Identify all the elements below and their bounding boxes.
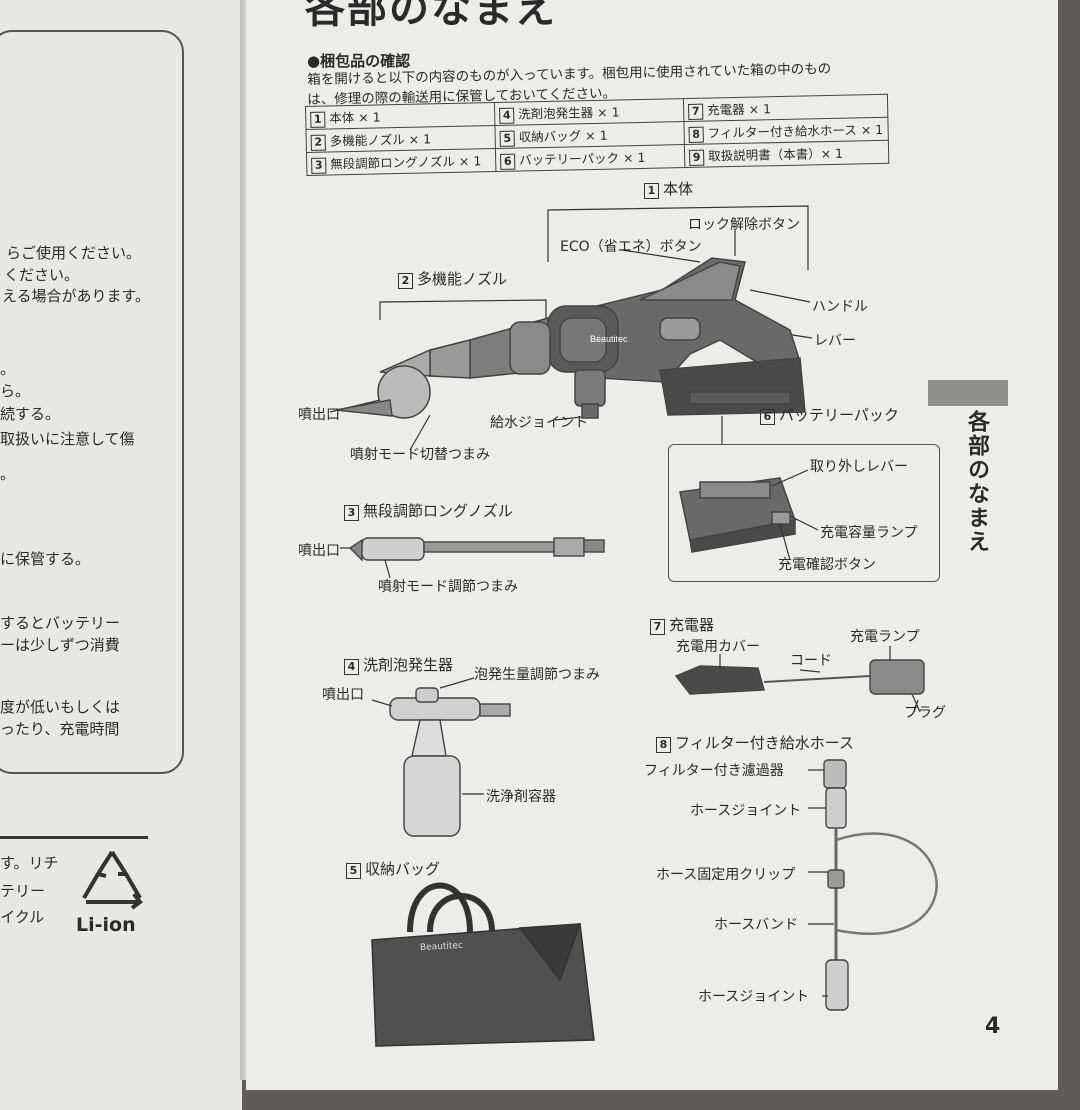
- label-text: バッテリーパック: [779, 406, 899, 424]
- label-text: フィルター付き給水ホース: [675, 734, 854, 752]
- left-page-content: らご使用ください。 ください。 える場合があります。 。 ら。 続する。 取扱い…: [0, 0, 240, 1080]
- left-line: 度が低いもしくは: [0, 698, 121, 716]
- left-page: [0, 0, 242, 1110]
- left-line: 取扱いに注意して傷: [0, 430, 135, 448]
- divider: [0, 836, 148, 839]
- left-line: らご使用ください。: [6, 244, 142, 262]
- book-gutter: [240, 0, 248, 1080]
- label-hose-band: ホースバンド: [714, 917, 798, 933]
- left-line: ください。: [4, 266, 80, 284]
- item-number: 8: [656, 737, 671, 753]
- label-charge-cover: 充電用カバー: [676, 639, 760, 655]
- packing-heading: ●梱包品の確認: [307, 52, 411, 70]
- label-lever: レバー: [814, 333, 856, 349]
- side-tab: [928, 380, 1008, 406]
- item-number: 3: [344, 505, 359, 521]
- label-mode-switch: 噴射モード切替つまみ: [350, 447, 490, 463]
- left-line: するとバッテリー: [0, 614, 121, 632]
- left-line: ったり、充電時間: [0, 720, 120, 738]
- label-nozzle-outlet: 噴出口: [322, 687, 364, 703]
- svg-text:Beautitec: Beautitec: [590, 334, 628, 344]
- label-charge-lamp: 充電ランプ: [850, 629, 920, 645]
- item-number: 6: [760, 409, 775, 425]
- label-nozzle-outlet: 噴出口: [298, 407, 340, 423]
- label-capacity-lamp: 充電容量ランプ: [820, 525, 918, 541]
- parts-diagram: Beautitec: [329, 205, 938, 1047]
- left-line: ーは少しずつ消費: [0, 636, 120, 654]
- label-text: 洗剤泡発生器: [363, 656, 454, 674]
- item-number: 1: [644, 183, 659, 199]
- label-text: 充電器: [669, 616, 715, 634]
- label-foam-knob: 泡発生量調節つまみ: [474, 667, 600, 683]
- label-hose-joint: ホースジョイント: [698, 989, 810, 1005]
- left-bottom-line: テリー: [0, 882, 46, 900]
- label-cord: コード: [790, 653, 832, 669]
- label-text: 収納バッグ: [365, 860, 441, 878]
- left-bottom-line: す。リチ: [0, 854, 59, 872]
- label-text: 本体: [663, 180, 694, 198]
- label-clip: ホース固定用クリップ: [656, 867, 796, 883]
- left-line: 続する。: [0, 405, 61, 423]
- label-container: 洗浄剤容器: [486, 789, 556, 805]
- label-check-button: 充電確認ボタン: [778, 557, 876, 573]
- side-tab-label: 各部のなまえ: [964, 410, 989, 554]
- left-notice-box: [0, 30, 184, 774]
- left-line: ら。: [0, 382, 31, 400]
- label-text: 無段調節ロングノズル: [363, 502, 513, 520]
- left-line: に保管する。: [0, 550, 91, 568]
- label-handle: ハンドル: [812, 299, 868, 315]
- label-hose-joint: ホースジョイント: [690, 803, 802, 819]
- label-filter: フィルター付き濾過器: [644, 763, 784, 779]
- left-line: 。: [0, 465, 16, 483]
- label-eco-button: ECO（省エネ）ボタン: [560, 239, 702, 255]
- item-number: 4: [344, 659, 359, 675]
- li-ion-label: Li-ion: [76, 914, 136, 936]
- label-plug: プラグ: [904, 705, 946, 721]
- left-bottom-line: イクル: [0, 908, 45, 926]
- left-line: える場合があります。: [2, 287, 151, 305]
- label-mode-adjust: 噴射モード調節つまみ: [378, 579, 518, 595]
- item-number: 5: [346, 863, 361, 879]
- page-number: 4: [985, 1014, 1001, 1039]
- label-lock-button: ロック解除ボタン: [688, 217, 800, 233]
- page-title: 各部のなまえ: [305, 0, 557, 32]
- item-number: 7: [650, 619, 665, 635]
- label-water-joint: 給水ジョイント: [490, 415, 588, 431]
- item-number: 2: [398, 273, 413, 289]
- label-nozzle-outlet: 噴出口: [298, 543, 340, 559]
- label-release-lever: 取り外しレバー: [810, 459, 908, 475]
- label-text: 多機能ノズル: [417, 270, 508, 288]
- battery-detail-box: [668, 444, 940, 582]
- recycle-icon: [82, 850, 143, 910]
- left-line: 。: [0, 360, 16, 378]
